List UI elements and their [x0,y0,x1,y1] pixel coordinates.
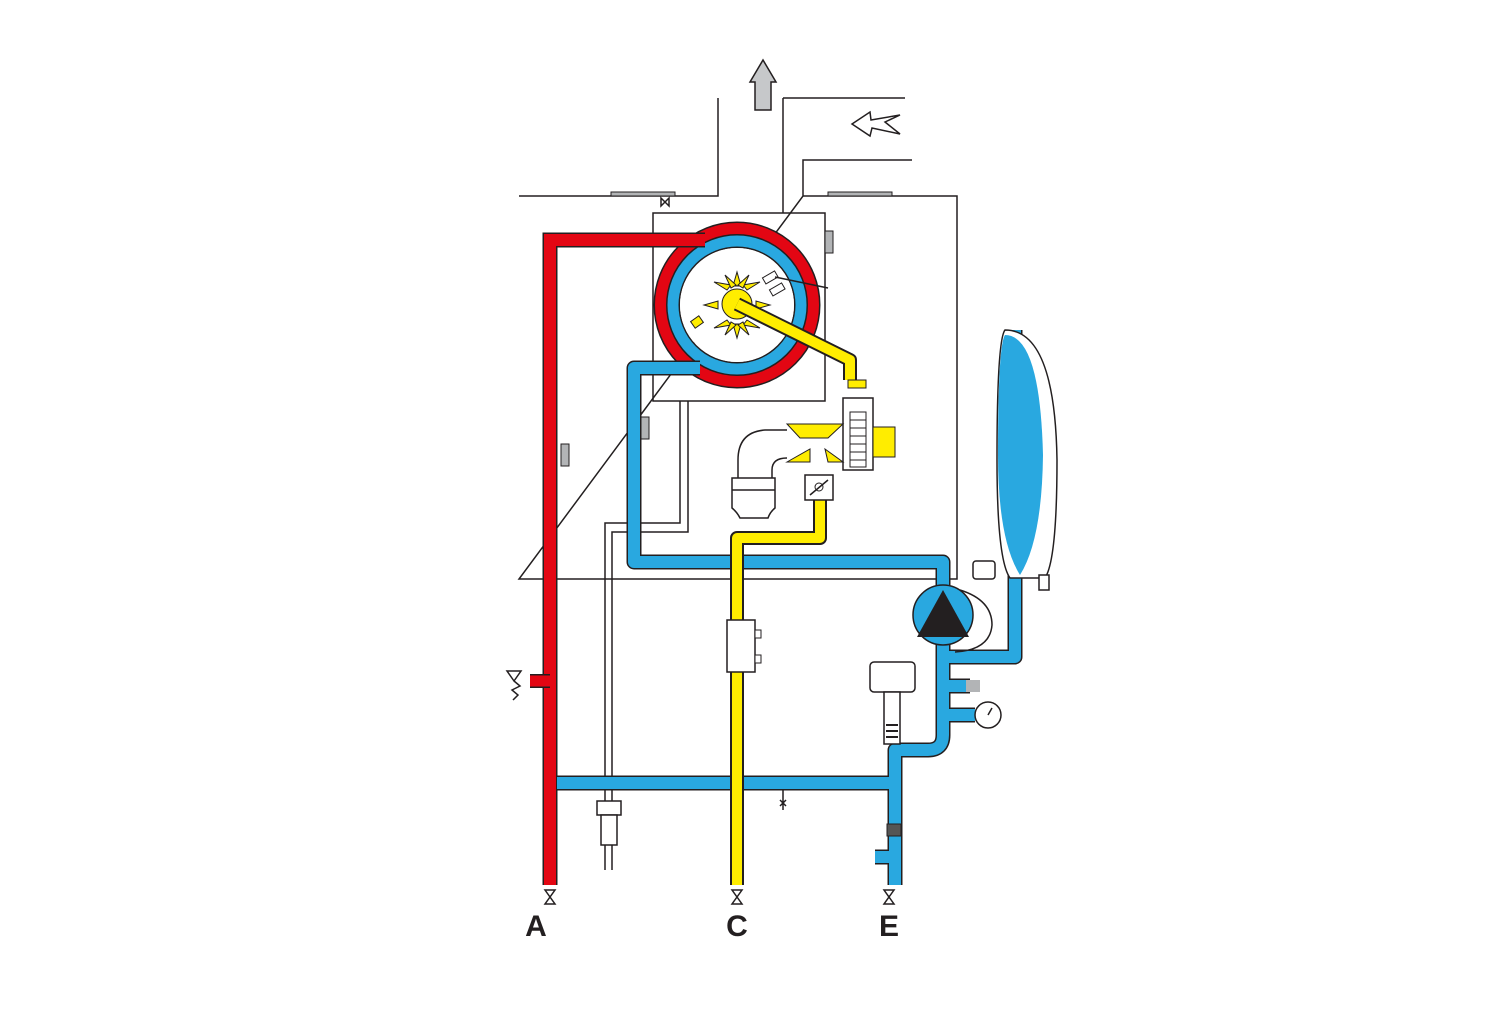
filter-icon [886,823,902,837]
connection-valves [543,889,896,905]
flue-exhaust-arrow-icon [748,58,778,111]
temperature-sensors [560,230,834,467]
connection-label-e: E [878,910,900,943]
capillary-lines [604,401,689,870]
boiler-casing [517,97,958,580]
hot-water-pipe [530,232,705,885]
gas-valve [785,397,896,501]
heating-circuit-pipe [557,330,1023,885]
pressure-switch [869,661,916,745]
dhw-heat-exchanger [726,619,762,673]
pressure-gauge-icon [974,701,1002,729]
connection-label-a: A [525,910,547,943]
flow-sensor [596,800,622,846]
air-intake-arrow-icon [850,110,901,138]
gas-pipe [730,297,867,885]
air-vent-sensor [966,680,980,692]
burner-flame-icon [689,270,829,340]
connection-label-c: C [726,910,748,943]
safety-valve-icon [505,670,523,701]
fan [731,429,788,519]
drain-valve-icon [779,790,787,810]
expansion-vessel [996,329,1058,591]
circulation-pump [912,560,996,653]
